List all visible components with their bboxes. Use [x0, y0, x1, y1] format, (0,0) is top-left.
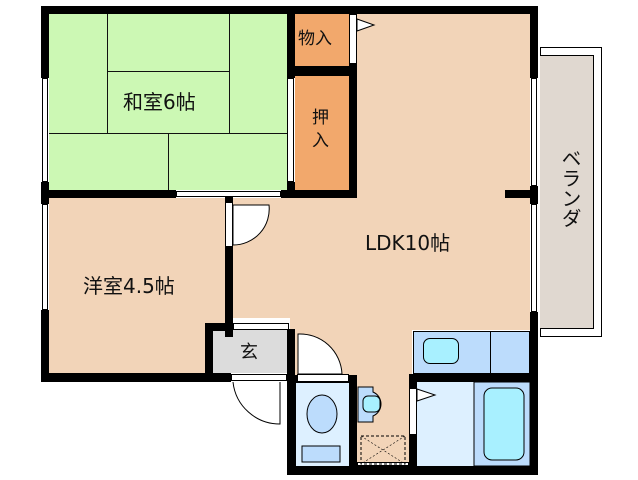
- washer-space-icon: [360, 435, 406, 465]
- door-frame[interactable]: [357, 462, 409, 466]
- wall: [287, 6, 295, 78]
- window[interactable]: [287, 78, 294, 182]
- storage-room: [295, 14, 349, 66]
- veranda-label: ベランダ: [558, 148, 582, 228]
- closet-room: [295, 76, 349, 190]
- door-flag-icon: [416, 388, 437, 402]
- wall: [530, 186, 538, 204]
- window[interactable]: [42, 204, 48, 310]
- wall: [205, 323, 213, 381]
- tatami-line: [229, 14, 230, 133]
- door-frame[interactable]: [233, 323, 289, 330]
- genkan-label: 玄: [240, 342, 258, 363]
- wall: [530, 312, 538, 475]
- wall: [205, 323, 233, 331]
- wall: [409, 374, 417, 388]
- wall: [409, 374, 538, 382]
- door-frame[interactable]: [409, 388, 417, 435]
- door-swing-icon: [232, 204, 270, 246]
- window[interactable]: [42, 78, 48, 182]
- wall: [41, 190, 176, 198]
- closet-label-line2: 入: [312, 131, 329, 151]
- wall: [225, 247, 233, 337]
- toilet-bowl-icon: [306, 394, 338, 434]
- wall: [505, 190, 538, 198]
- wall: [287, 375, 296, 475]
- wall: [409, 435, 417, 475]
- yoshitsu-room: [49, 198, 225, 373]
- toilet-tank-icon: [301, 445, 341, 463]
- tatami-line: [107, 71, 230, 72]
- door-swing-icon: [297, 333, 343, 375]
- washitsu-label: 和室6帖: [123, 90, 196, 114]
- closet-label-line1: 押: [312, 108, 329, 128]
- wall: [41, 6, 49, 78]
- sliding-door[interactable]: [176, 191, 281, 197]
- wall: [287, 329, 295, 381]
- genkan-area: [213, 330, 288, 373]
- closet-door[interactable]: [349, 14, 357, 64]
- sink-icon: [423, 338, 459, 364]
- door-frame[interactable]: [231, 374, 287, 381]
- ldk-label: LDK10帖: [365, 231, 451, 255]
- veranda-inner: [540, 55, 594, 329]
- wall: [41, 310, 49, 382]
- wall: [41, 373, 231, 382]
- wall: [287, 66, 357, 76]
- ldk-room-lower: [232, 198, 530, 318]
- wall: [41, 6, 261, 14]
- wall: [349, 375, 357, 475]
- window[interactable]: [531, 204, 537, 312]
- wall: [530, 6, 538, 78]
- door-flag-icon: [356, 18, 376, 32]
- wall: [261, 6, 538, 14]
- wall: [225, 196, 233, 202]
- window[interactable]: [531, 78, 537, 186]
- storage-label: 物入: [298, 29, 332, 49]
- wall: [349, 64, 357, 198]
- kitchen-counter-divider: [490, 331, 491, 374]
- yoshitsu-label: 洋室4.5帖: [83, 274, 175, 298]
- wall: [287, 182, 295, 198]
- tatami-line: [168, 133, 169, 190]
- wall: [281, 190, 357, 198]
- door-swing-icon: [232, 381, 281, 425]
- tatami-line: [107, 14, 108, 133]
